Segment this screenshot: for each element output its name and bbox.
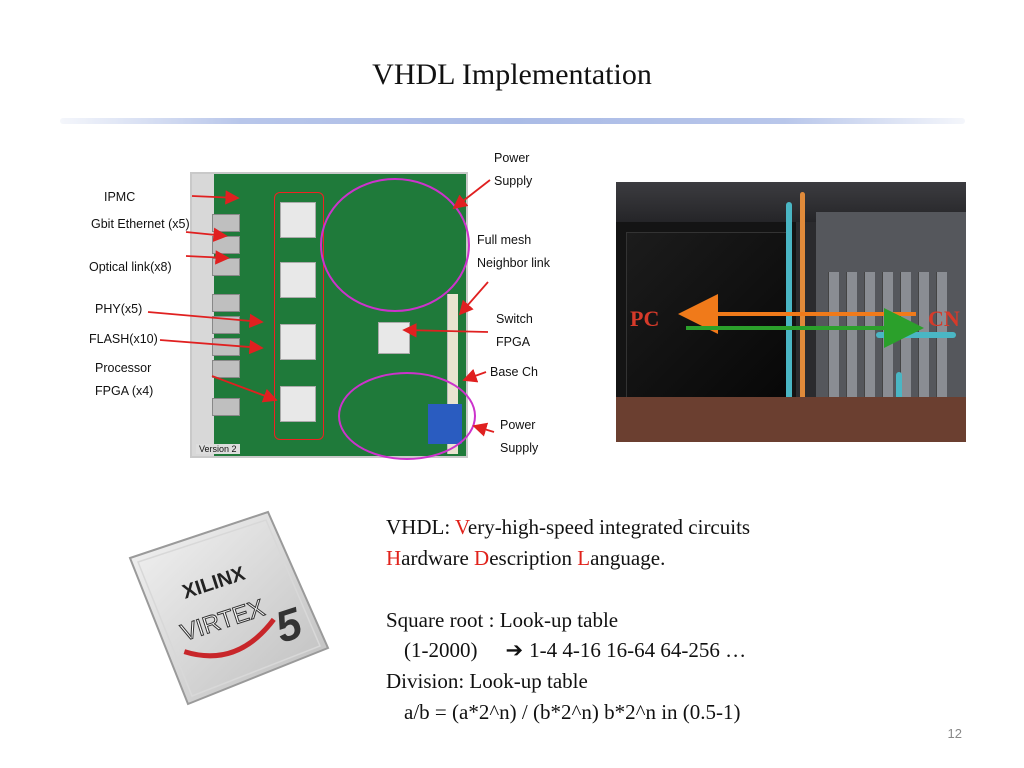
label-pc: PC: [630, 306, 660, 331]
label-fpga: FPGA: [496, 335, 531, 349]
label-gbit-ethernet: Gbit Ethernet (x5): [91, 217, 190, 231]
label-switch: Switch: [496, 312, 533, 326]
label-base-ch: Base Ch: [490, 365, 538, 379]
sqrt-mapping: (1-2000)➔1-4 4-16 16-64 64-256 …: [404, 638, 747, 662]
vhdl-definition-line1: VHDL: Very-high-speed integrated circuit…: [386, 515, 751, 539]
fpga-chip: [280, 262, 316, 298]
arrow-ipmc: [191, 190, 240, 205]
power-supply-highlight-top: [320, 178, 470, 312]
label-full-mesh: Full mesh: [477, 233, 532, 247]
power-supply-highlight-bottom: [338, 372, 476, 460]
label-phy: PHY(x5): [95, 302, 143, 316]
arrow-gbit: [185, 227, 228, 242]
pc-cn-arrows: [678, 294, 924, 348]
arrow-right-icon: ➔: [505, 638, 524, 662]
fpga-chip: [280, 324, 316, 360]
label-fpga-x4: FPGA (x4): [95, 384, 154, 398]
label-optical-link: Optical link(x8): [89, 260, 172, 274]
arrow-power-top: [452, 179, 491, 210]
arrow-base-ch: [462, 368, 487, 383]
arrow-flash: [159, 339, 264, 355]
sqrt-title: Square root : Look-up table: [386, 608, 619, 632]
rack-photo: PC CN: [616, 182, 966, 442]
board-port: [212, 398, 240, 416]
arrow-optical: [185, 250, 230, 265]
label-neighbor-link: Neighbor link: [477, 256, 550, 270]
arrow-power-bottom: [472, 422, 495, 437]
page-number: 12: [947, 726, 962, 741]
board-port: [212, 294, 240, 312]
label-processor: Processor: [95, 361, 152, 375]
label-supply-bottom: Supply: [500, 441, 539, 455]
backplane-connector: [447, 294, 458, 454]
arrow-processor: [211, 375, 278, 403]
arrow-full-mesh: [458, 281, 489, 316]
label-supply-top: Supply: [494, 174, 533, 188]
arrow-phy: [147, 311, 264, 329]
floor: [616, 397, 966, 442]
division-formula: a/b = (a*2^n) / (b*2^n) b*2^n in (0.5-1): [404, 700, 741, 724]
title-underline: [60, 118, 965, 124]
label-ipmc: IPMC: [104, 190, 136, 204]
vhdl-definition-line2: Hardware Description Language.: [386, 546, 666, 570]
fpga-chip: [280, 202, 316, 238]
division-title: Division: Look-up table: [386, 669, 588, 693]
label-cn: CN: [928, 306, 960, 331]
label-power-bottom: Power: [500, 418, 536, 432]
processor-fpga-highlight: [274, 192, 324, 440]
board-front-panel: [192, 174, 214, 456]
board-port: [212, 360, 240, 378]
slide-title: VHDL Implementation: [372, 58, 652, 91]
fpga-chip: [280, 386, 316, 422]
arrow-switch: [402, 323, 489, 338]
label-flash: FLASH(x10): [89, 332, 158, 346]
board-port: [212, 316, 240, 334]
version-label: Version 2: [196, 444, 240, 454]
label-power-top: Power: [494, 151, 530, 165]
xilinx-virtex5-chip: XILINX VIRTEX 5: [128, 510, 330, 706]
